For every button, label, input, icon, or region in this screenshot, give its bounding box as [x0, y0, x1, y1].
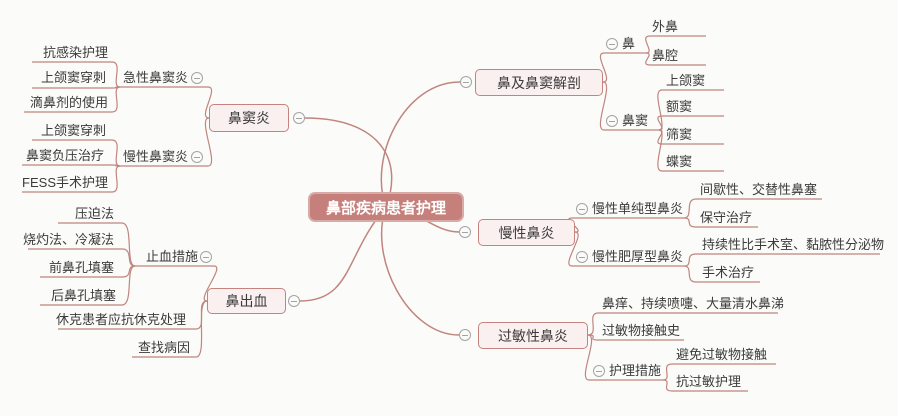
- node-avoid-allergen[interactable]: 避免过敏物接触: [676, 347, 768, 362]
- collapse-icon[interactable]: [200, 251, 212, 263]
- node-antiallergy-care[interactable]: 抗过敏护理: [676, 374, 742, 389]
- node-allergic-rhinitis[interactable]: 过敏性鼻炎: [478, 322, 588, 349]
- node-acute-sinusitis[interactable]: 急性鼻窦炎: [122, 70, 188, 85]
- node-conservative-treatment[interactable]: 保守治疗: [700, 210, 753, 225]
- node-negative-pressure-therapy[interactable]: 鼻窦负压治疗: [25, 148, 104, 163]
- node-epistaxis[interactable]: 鼻出血: [207, 288, 286, 314]
- node-maxillary-sinus[interactable]: 上颌窦: [666, 73, 706, 88]
- collapse-icon[interactable]: [191, 72, 203, 84]
- node-simple-chronic-rhinitis[interactable]: 慢性单纯型鼻炎: [592, 201, 684, 216]
- node-anatomy[interactable]: 鼻及鼻窦解剖: [475, 69, 603, 96]
- node-frontal-sinus[interactable]: 额窦: [666, 99, 693, 114]
- node-surgical-treatment[interactable]: 手术治疗: [702, 265, 755, 280]
- node-external-nose[interactable]: 外鼻: [652, 19, 679, 34]
- node-hypertrophic-chronic-rhinitis[interactable]: 慢性肥厚型鼻炎: [592, 249, 684, 264]
- collapse-icon[interactable]: [606, 115, 618, 127]
- node-sphenoid-sinus[interactable]: 蝶窦: [666, 154, 693, 169]
- node-find-cause[interactable]: 查找病因: [137, 340, 190, 355]
- node-nasal-drops-use[interactable]: 滴鼻剂的使用: [29, 95, 108, 110]
- root-node[interactable]: 鼻部疾病患者护理: [308, 192, 464, 222]
- node-persistent-secretion[interactable]: 持续性比手术室、黏脓性分泌物: [702, 237, 885, 252]
- collapse-icon[interactable]: [460, 76, 472, 88]
- node-maxillary-puncture-acute[interactable]: 上颌窦穿刺: [40, 70, 106, 85]
- collapse-icon[interactable]: [576, 251, 588, 263]
- node-chronic-sinusitis[interactable]: 慢性鼻窦炎: [122, 149, 188, 164]
- node-nasal-cavity[interactable]: 鼻腔: [652, 48, 679, 63]
- node-allergic-symptoms[interactable]: 鼻痒、持续喷嚏、大量清水鼻涕: [602, 296, 785, 311]
- collapse-icon[interactable]: [459, 226, 471, 238]
- node-sinusitis[interactable]: 鼻窦炎: [209, 104, 289, 132]
- node-fess-surgery-care[interactable]: FESS手术护理: [22, 175, 108, 190]
- collapse-icon[interactable]: [288, 295, 300, 307]
- node-allergen-contact-history[interactable]: 过敏物接触史: [602, 323, 681, 338]
- node-ethmoid-sinus[interactable]: 筛窦: [666, 127, 693, 142]
- collapse-icon[interactable]: [593, 365, 605, 377]
- node-nursing-measures[interactable]: 护理措施: [609, 363, 662, 378]
- node-cautery-cryo-method[interactable]: 烧灼法、冷凝法: [22, 232, 114, 247]
- node-compression-method[interactable]: 压迫法: [74, 206, 114, 221]
- collapse-icon[interactable]: [459, 329, 471, 341]
- node-hemostasis-measures[interactable]: 止血措施: [145, 249, 198, 264]
- collapse-icon[interactable]: [606, 38, 618, 50]
- node-paranasal-sinus[interactable]: 鼻窦: [622, 113, 649, 128]
- collapse-icon[interactable]: [576, 203, 588, 215]
- node-nose[interactable]: 鼻: [622, 36, 636, 51]
- collapse-icon[interactable]: [293, 112, 305, 124]
- node-posterior-nasal-packing[interactable]: 后鼻孔填塞: [50, 288, 116, 303]
- node-chronic-rhinitis[interactable]: 慢性鼻炎: [478, 219, 575, 246]
- collapse-icon[interactable]: [191, 151, 203, 163]
- node-antishock-treatment[interactable]: 休克患者应抗休克处理: [55, 312, 186, 327]
- node-anterior-nasal-packing[interactable]: 前鼻孔填塞: [48, 260, 114, 275]
- node-intermittent-congestion[interactable]: 间歇性、交替性鼻塞: [700, 182, 818, 197]
- node-maxillary-puncture-chronic[interactable]: 上颌窦穿刺: [40, 123, 106, 138]
- node-anti-infection-care[interactable]: 抗感染护理: [42, 45, 108, 60]
